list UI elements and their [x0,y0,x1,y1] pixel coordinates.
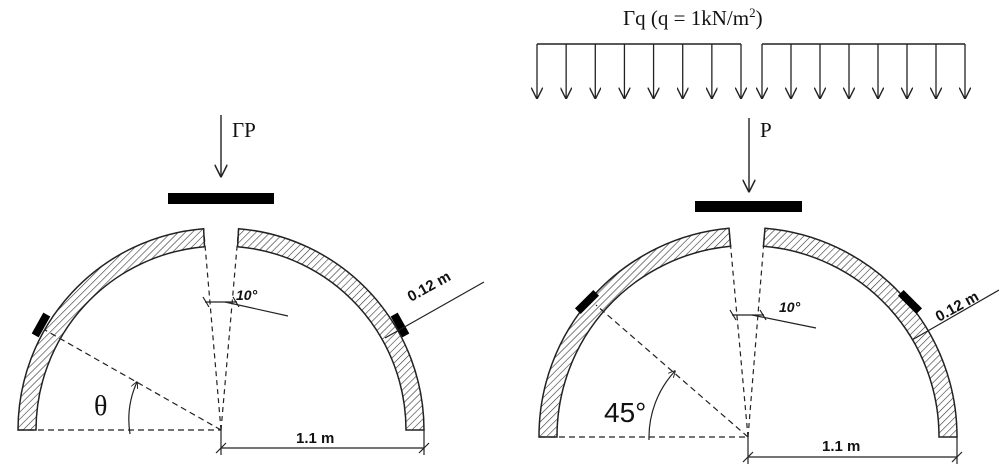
left-diagram: ΓP 10° θ 0.12 m 1.1 m [17,115,485,455]
left-thickness-label: 0.12 m [405,268,454,306]
right-diagram: Γq (q = 1kN/m2) P 10° 45° [537,5,999,464]
left-gauge-right [390,312,410,338]
right-gauge-right [897,289,923,315]
left-gauge-left [31,312,51,338]
left-span-label: 1.1 m [296,430,334,447]
right-arch-right-ring [762,227,958,438]
right-distributed-load-label: Γq (q = 1kN/m2) [623,5,763,30]
right-gap-line-left [728,228,749,438]
right-distributed-load-arrows [537,44,965,98]
left-arch-right-ring [236,227,425,431]
right-thickness-leader [911,289,999,341]
left-radial-line [44,329,222,431]
right-gap-angle-leader [751,314,817,329]
right-span-label: 1.1 m [822,438,860,455]
left-theta-label: θ [94,391,107,422]
left-thickness-leader [384,281,485,339]
right-loading-plate [695,201,802,212]
left-gap-angle-leader [224,301,289,317]
right-thickness-label: 0.12 m [933,288,982,326]
right-gauge-left [574,289,600,315]
right-gap-angle-label: 10° [779,299,801,315]
left-load-label: ΓP [232,118,256,142]
right-angle-label: 45° [604,397,646,428]
left-gap-line-right [220,228,240,431]
right-angle-arc [648,371,675,441]
left-arch-left-ring [17,227,206,431]
right-gap-line-right [747,228,766,438]
left-loading-plate [168,193,274,204]
left-gap-angle-label: 10° [236,287,258,303]
right-load-label: P [760,118,772,142]
left-gap-line-left [203,228,222,431]
left-theta-arc [128,382,137,435]
